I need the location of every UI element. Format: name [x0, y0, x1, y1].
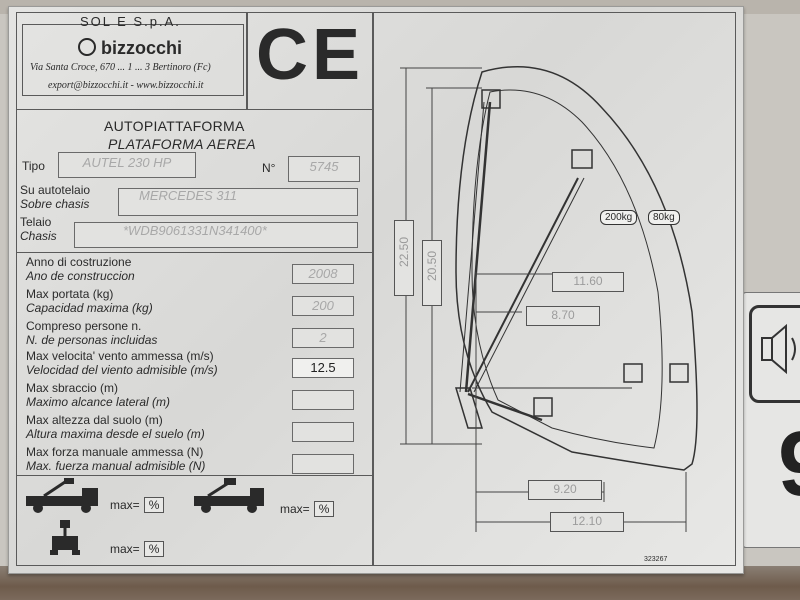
diagram-frame	[372, 12, 736, 566]
spec-label-es: Maximo alcance lateral (m)	[26, 395, 171, 409]
stability-max-2: max=%	[280, 501, 335, 517]
spec-label-es: N. de personas incluidas	[26, 333, 158, 347]
spec-label-es: Altura maxima desde el suelo (m)	[26, 427, 205, 441]
chassis-label-es: Sobre chasis	[20, 197, 90, 211]
spec-value: 2	[292, 328, 354, 348]
tipo-label: Tipo	[22, 159, 45, 173]
truck-front-icon	[48, 520, 82, 561]
stability-max-3: max=%	[110, 541, 165, 557]
spec-label-it: Max altezza dal suolo (m)	[26, 413, 163, 427]
telaio-value: *WDB9061331N341400*	[74, 222, 358, 248]
spec-label-es: Velocidad del viento admisible (m/s)	[26, 363, 218, 377]
title-line-2: PLATAFORMA AEREA	[108, 136, 256, 152]
side-number-fragment: 9	[778, 418, 800, 510]
title-line-1: AUTOPIATTAFORMA	[104, 118, 245, 134]
spec-value	[292, 454, 354, 474]
dimension-bottom-2: 12.10	[550, 512, 624, 532]
ce-mark: CE	[256, 15, 365, 95]
company-address: Via Santa Croce, 670 ... 1 ... 3 Bertino…	[30, 62, 211, 73]
spec-value: 2008	[292, 264, 354, 284]
dimension-bottom-1: 9.20	[528, 480, 602, 500]
spec-label-it: Anno di costruzione	[26, 255, 132, 269]
specs-box	[16, 252, 374, 476]
telaio-label-es: Chasis	[20, 229, 57, 243]
tipo-no-label: N°	[262, 161, 276, 175]
spec-value: 200	[292, 296, 354, 316]
company-contact: export@bizzocchi.it - www.bizzocchi.it	[48, 80, 204, 91]
spec-label-it: Compreso persone n.	[26, 319, 142, 333]
chassis-label-it: Su autotelaio	[20, 183, 91, 197]
spec-value	[292, 422, 354, 442]
capacity-80kg-label: 80kg	[648, 210, 680, 225]
company-name: SOL E S.p.A.	[80, 14, 181, 29]
spec-value: 12.5	[292, 358, 354, 378]
telaio-label-it: Telaio	[20, 215, 52, 229]
company-inner-box	[22, 24, 244, 96]
side-warning-label	[742, 292, 800, 548]
stability-max-1: max=%	[110, 497, 165, 513]
dimension-reach-1: 11.60	[552, 272, 624, 292]
spec-label-it: Max sbraccio (m)	[26, 381, 119, 395]
working-envelope-diagram	[400, 66, 698, 532]
spec-label-es: Capacidad maxima (kg)	[26, 301, 153, 315]
spec-label-es: Max. fuerza manual admisible (N)	[26, 459, 206, 473]
chassis-value: MERCEDES 311	[118, 188, 358, 216]
spec-label-it: Max velocita' vento ammessa (m/s)	[26, 349, 214, 363]
serial-number: 323267	[644, 556, 668, 563]
company-box	[16, 12, 248, 110]
ce-box	[246, 12, 374, 110]
logo-emblem-icon	[78, 38, 96, 56]
truck-rear-icon	[190, 478, 270, 519]
dimension-height-inner: 20.50	[422, 240, 442, 306]
speaker-icon	[749, 305, 800, 403]
spec-label-es: Ano de construccion	[26, 269, 135, 283]
spec-value	[292, 390, 354, 410]
capacity-200kg-label: 200kg	[600, 210, 638, 225]
truck-side-icon	[24, 478, 104, 519]
dimension-reach-2: 8.70	[526, 306, 600, 326]
dimension-height-outer: 22.50	[394, 220, 414, 296]
spec-label-it: Max forza manuale ammessa (N)	[26, 445, 204, 459]
tipo-value: AUTEL 230 HP	[58, 152, 196, 178]
tipo-no-value: 5745	[288, 156, 360, 182]
spec-label-it: Max portata (kg)	[26, 287, 114, 301]
company-logo: bizzocchi	[78, 38, 182, 59]
